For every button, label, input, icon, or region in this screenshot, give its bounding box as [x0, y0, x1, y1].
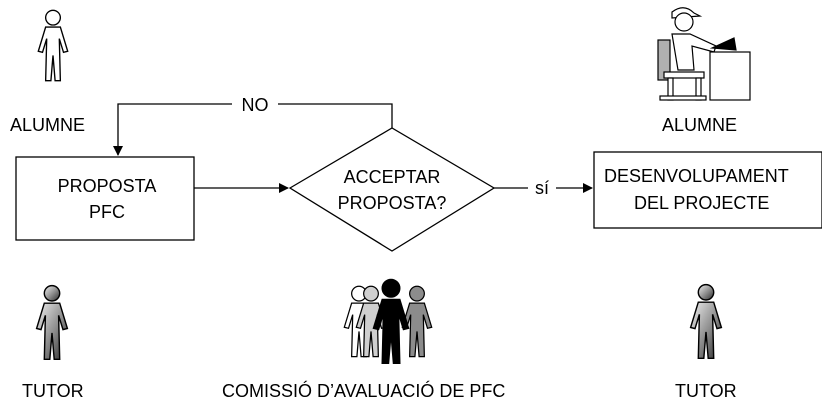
no-label-bg — [232, 94, 278, 114]
no-label: NO — [242, 95, 269, 115]
decision-line1: ACCEPTAR — [344, 167, 441, 187]
committee-icon — [343, 278, 433, 365]
proposal-box — [15, 156, 195, 241]
tutor-left-icon — [35, 284, 69, 361]
student-left-label: ALUMNE — [10, 115, 85, 135]
decision-line2: PROPOSTA? — [338, 193, 447, 213]
student-icon — [37, 9, 69, 82]
development-box — [593, 151, 822, 229]
yes-label: sí — [535, 178, 549, 198]
development-line2: DEL PROJECTE — [634, 193, 769, 213]
committee-label: COMISSIÓ D’AVALUACIÓ DE PFC — [222, 380, 505, 401]
decision-diamond — [288, 127, 496, 252]
proposal-line2: PFC — [89, 202, 125, 222]
tutor-right-icon — [689, 283, 723, 360]
student-at-desk-icon — [657, 7, 751, 101]
tutor-left-label: TUTOR — [22, 381, 84, 401]
tutor-right-label: TUTOR — [675, 381, 737, 401]
proposal-line1: PROPOSTA — [58, 176, 157, 196]
yes-label-bg — [528, 176, 556, 198]
development-line1: DESENVOLUPAMENT — [604, 166, 789, 186]
student-right-label: ALUMNE — [662, 115, 737, 135]
